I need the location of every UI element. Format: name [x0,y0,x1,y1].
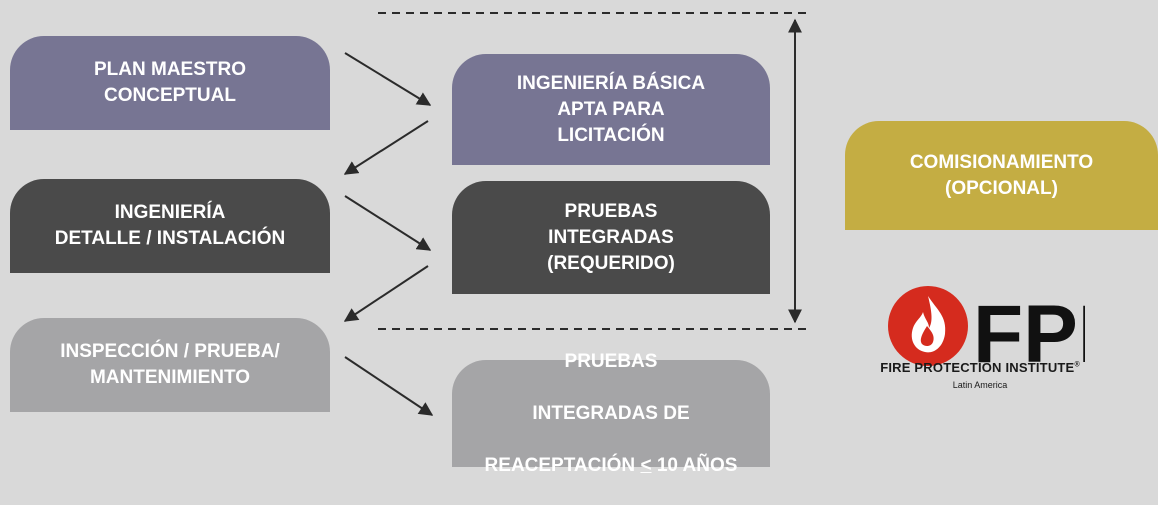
arrow-pruebas-to-inspeccion [343,265,429,322]
arrow-inspeccion-to-reaceptacion [344,356,434,416]
fpi-logo: FPI [888,286,1085,380]
flame-icon [911,296,946,353]
box-inspeccion: INSPECCIÓN / PRUEBA/ MANTENIMIENTO [10,318,330,412]
box-pruebas-integradas-label: PRUEBAS INTEGRADAS (REQUERIDO) [547,200,675,274]
reaceptacion-line-3: REACEPTACIÓN < 10 AÑOS [485,453,738,479]
box-inspeccion-label: INSPECCIÓN / PRUEBA/ MANTENIMIENTO [60,341,280,388]
registered-mark: ® [1074,361,1080,369]
box-pruebas-reaceptacion: PRUEBAS INTEGRADAS DE REACEPTACIÓN < 10 … [452,351,770,476]
connectors [343,12,812,416]
box-ingenieria-basica: INGENIERÍA BÁSICA APTA PARA LICITACIÓN [452,54,770,165]
arrow-basica-to-detalle [343,120,429,175]
box-pruebas-integradas: PRUEBAS INTEGRADAS (REQUERIDO) [452,181,770,294]
fpi-letters: FPI [973,289,1085,380]
arrow-detalle-to-pruebas [344,195,432,251]
reaceptacion-line-3-years: 10 AÑOS [651,454,738,476]
box-plan-maestro-label: PLAN MAESTRO CONCEPTUAL [94,59,246,106]
less-equal-symbol: < [640,454,652,476]
fpi-region: Latin America [952,380,1008,390]
flow-diagram: PLAN MAESTRO CONCEPTUAL INGENIERÍA BÁSIC… [10,12,1158,476]
box-comisionamiento: COMISIONAMIENTO (OPCIONAL) [845,121,1158,230]
reaceptacion-line-1: PRUEBAS [564,350,658,372]
flame-inner-icon [920,326,934,347]
box-comisionamiento-label: COMISIONAMIENTO (OPCIONAL) [909,151,1094,199]
fpi-institute-name-text: FIRE PROTECTION INSTITUTE [880,360,1075,375]
box-pruebas-reaceptacion-label: PRUEBAS INTEGRADAS DE REACEPTACIÓN < 10 … [485,323,738,505]
box-ingenieria-basica-label: INGENIERÍA BÁSICA APTA PARA LICITACIÓN [516,72,706,146]
reaceptacion-line-2: INTEGRADAS DE [532,402,690,424]
fpi-institute-name: FIRE PROTECTION INSTITUTE® [860,360,1100,375]
box-ingenieria-detalle-label: INGENIERÍA DETALLE / INSTALACIÓN [54,202,286,249]
reaceptacion-line-3-text: REACEPTACIÓN [484,454,641,476]
arrow-plan-to-basica [344,52,432,106]
box-ingenieria-detalle: INGENIERÍA DETALLE / INSTALACIÓN [10,179,330,273]
box-plan-maestro: PLAN MAESTRO CONCEPTUAL [10,36,330,130]
